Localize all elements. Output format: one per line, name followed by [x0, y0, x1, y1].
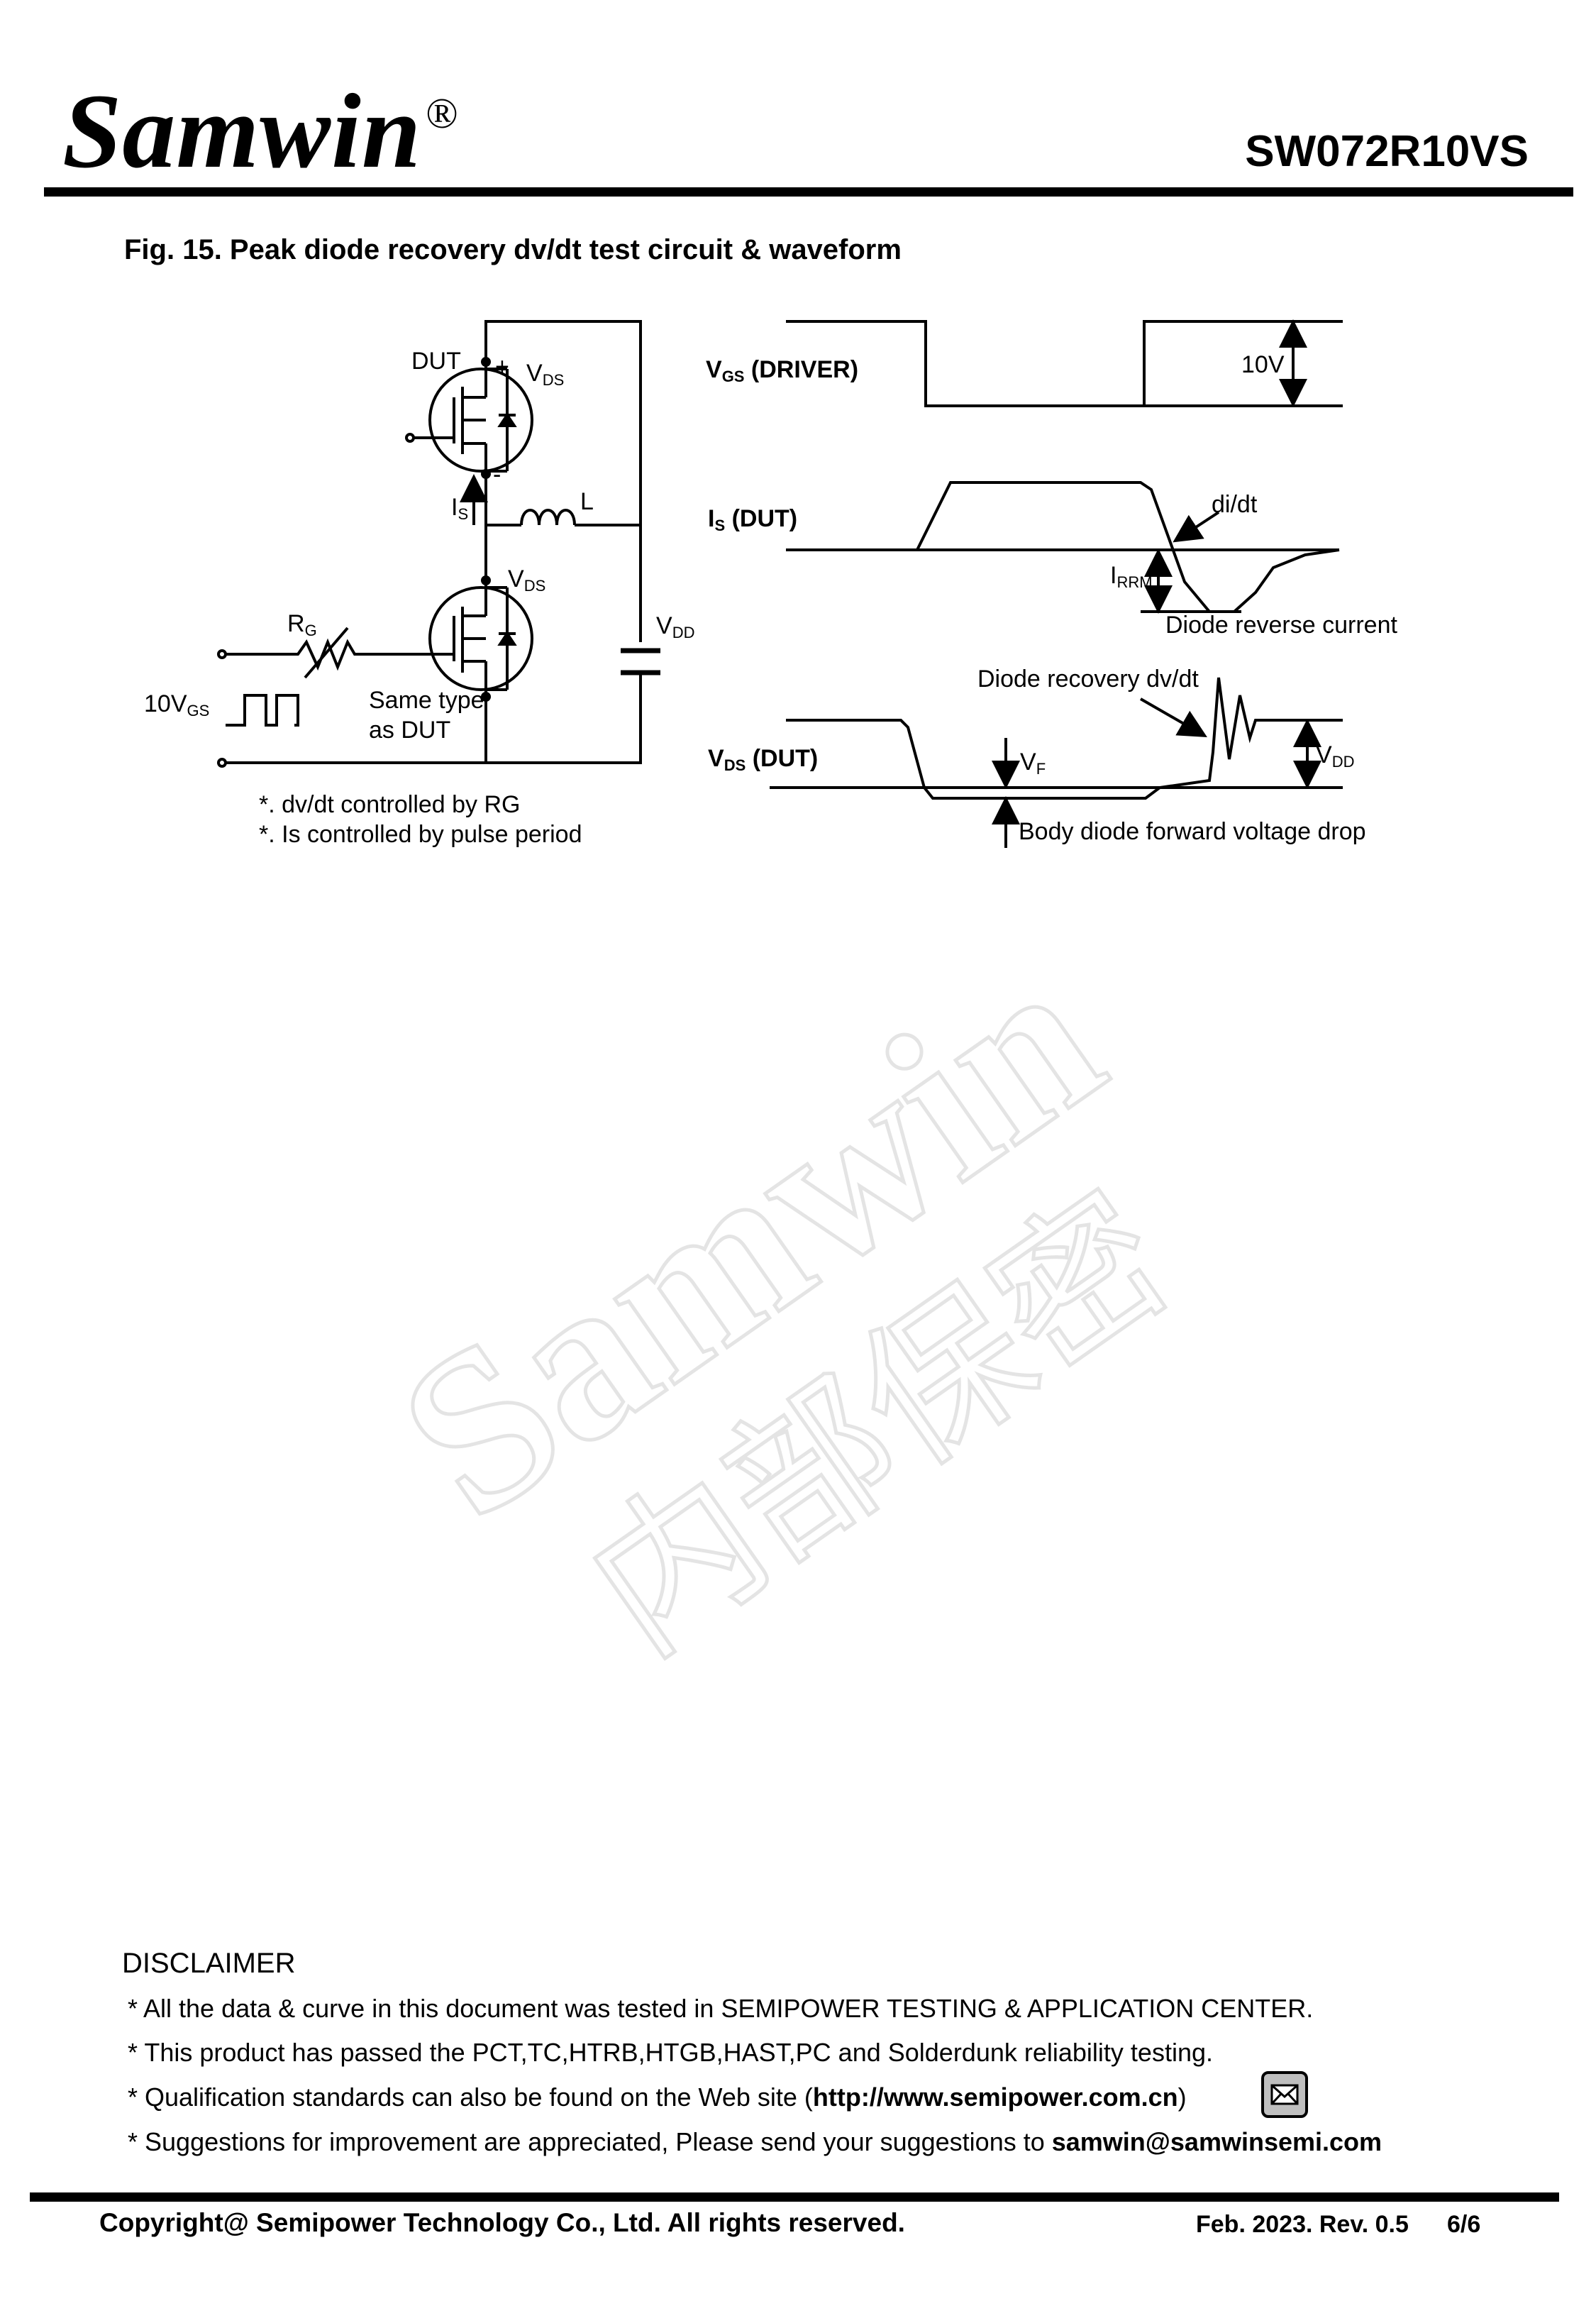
vdd-label-circuit: VDD [656, 612, 694, 641]
minus-sign: - [493, 461, 501, 488]
waveforms [770, 319, 1343, 848]
body-diode-label: Body diode forward voltage drop [1019, 818, 1366, 845]
vdd-label-waveform: VDD [1316, 741, 1354, 771]
revision-date: Feb. 2023. Rev. 0.5 [1196, 2211, 1409, 2238]
lower-mosfet-symbol [383, 586, 533, 691]
vf-label: VF [1020, 749, 1046, 778]
irrm-label: IRRM [1110, 562, 1153, 591]
vgs-source-label: 10VGS [144, 690, 209, 719]
vgs-amplitude-label: 10V [1241, 351, 1285, 378]
footer-rule [30, 2192, 1559, 2202]
reverse-current-label: Diode reverse current [1165, 612, 1397, 639]
is-label: IS [451, 494, 468, 523]
test-circuit [217, 320, 660, 768]
waveform-labels: VGS (DRIVER) 10V IS (DUT) di/dt IRRM Dio… [706, 351, 1397, 845]
figure-diagram: DUT + - VDS IS L VDS VDD RG 10VGS Same t… [144, 319, 1397, 848]
samwin-logo: Samwin® [62, 72, 459, 190]
vds-label-lower: VDS [508, 566, 545, 595]
mail-icon[interactable] [1261, 2071, 1308, 2118]
disclaimer-title: DISCLAIMER [122, 1948, 296, 1979]
vgs-driver-label: VGS (DRIVER) [706, 356, 858, 385]
same-type-label: Same type [369, 687, 484, 714]
confidential-watermark: Samwin 内部保密 [253, 824, 1351, 1801]
vds-label-dut: VDS [526, 360, 564, 389]
header-rule [44, 187, 1573, 197]
vds-waveform [786, 677, 1343, 800]
copyright: Copyright@ Semipower Technology Co., Ltd… [99, 2208, 905, 2237]
is-waveform [786, 481, 1340, 613]
disclaimer-line-3: * Qualification standards can also be fo… [128, 2082, 1187, 2112]
rg-label: RG [287, 610, 317, 639]
circuit-labels: DUT + - VDS IS L VDS VDD RG 10VGS Same t… [144, 348, 694, 848]
disclaimer-line-2: * This product has passed the PCT,TC,HTR… [128, 2038, 1213, 2067]
website-link[interactable]: http://www.semipower.com.cn [812, 2082, 1178, 2112]
plus-sign: + [495, 353, 509, 380]
email-link[interactable]: samwin@samwinsemi.com [1051, 2127, 1382, 2156]
part-number: SW072R10VS [1245, 127, 1529, 176]
note-pulse: *. Is controlled by pulse period [259, 821, 582, 848]
page-number: 6/6 [1447, 2211, 1481, 2238]
recovery-dvdt-label: Diode recovery dv/dt [977, 666, 1199, 693]
dut-label: DUT [411, 348, 461, 375]
didt-label: di/dt [1212, 491, 1258, 518]
dut-mosfet-symbol [410, 368, 533, 473]
note-rg: *. dv/dt controlled by RG [259, 791, 521, 818]
as-dut-label: as DUT [369, 717, 450, 744]
vds-dut-label: VDS (DUT) [708, 745, 818, 774]
svg-text:Samwin: Samwin [358, 912, 1142, 1566]
figure-title: Fig. 15. Peak diode recovery dv/dt test … [124, 234, 902, 265]
disclaimer-line-4: * Suggestions for improvement are apprec… [128, 2127, 1382, 2156]
svg-text:内部保密: 内部保密 [558, 1159, 1201, 1689]
vgs-waveform [786, 320, 1343, 407]
inductor-label: L [580, 488, 594, 515]
disclaimer-line-1: * All the data & curve in this document … [128, 1994, 1314, 2023]
is-dut-label: IS (DUT) [708, 505, 797, 534]
